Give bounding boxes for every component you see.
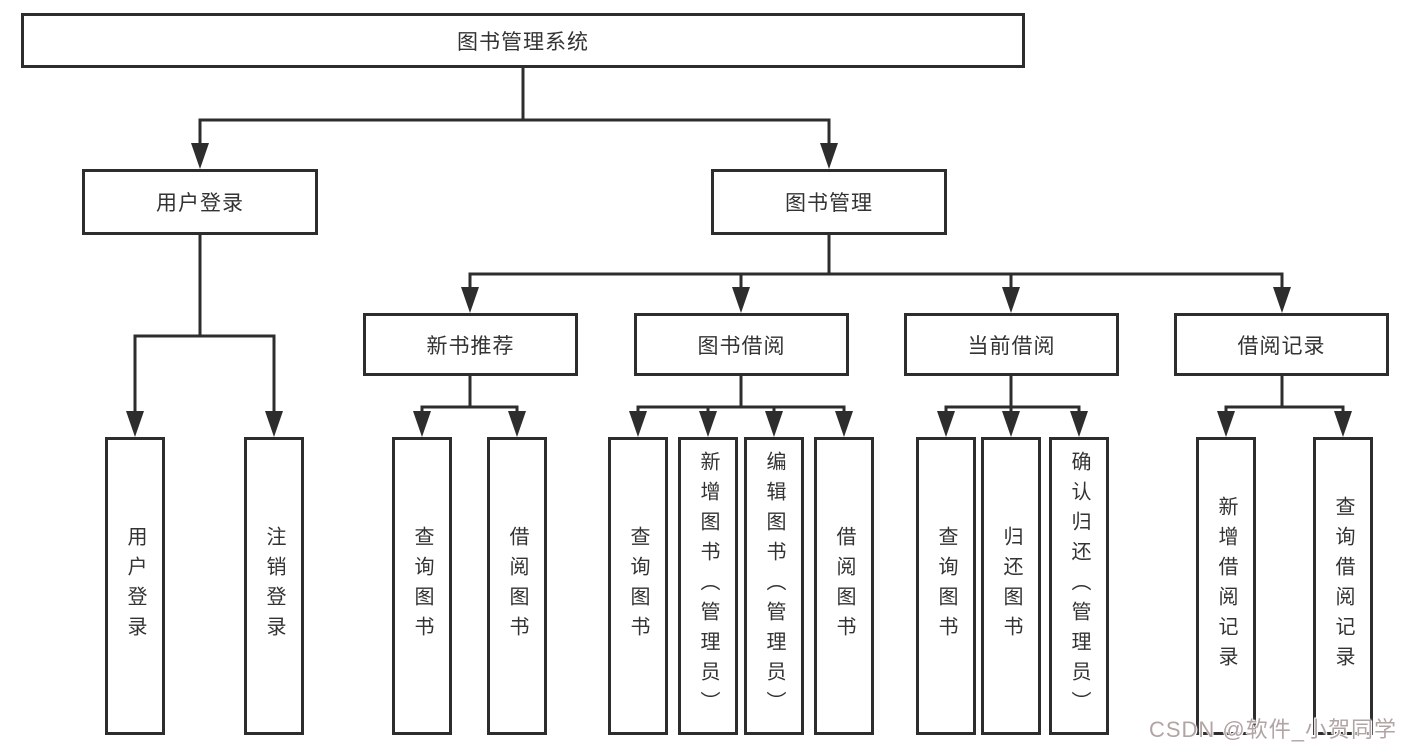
leaf-logout-label: 注销登录 — [263, 526, 285, 646]
csdn-watermark: CSDN @软件_小贺同学 — [1148, 717, 1397, 742]
leaf-edit-books-admin-label: 编辑图书（管理员） — [763, 451, 785, 721]
leaf-borrow-books-2-label: 借阅图书 — [833, 526, 855, 646]
leaf-query-borrow-record: 查询借阅记录 — [1313, 437, 1373, 735]
leaf-user-login: 用户登录 — [105, 437, 165, 735]
connector-root-bar-right — [521, 118, 831, 147]
connector-root-bar — [198, 66, 525, 147]
leaf-query-books-2-label: 查询图书 — [627, 526, 649, 646]
leaf-borrow-books-2: 借阅图书 — [814, 437, 874, 735]
leaf-query-borrow-record-label: 查询借阅记录 — [1332, 496, 1354, 676]
node-current-borrow: 当前借阅 — [904, 313, 1119, 376]
node-root-label: 图书管理系统 — [457, 30, 589, 54]
leaf-add-books-admin: 新增图书（管理员） — [678, 437, 738, 735]
node-borrow-records-label: 借阅记录 — [1237, 334, 1326, 358]
leaf-logout: 注销登录 — [244, 437, 304, 735]
leaf-query-books-2: 查询图书 — [608, 437, 668, 735]
leaf-add-borrow-record: 新增借阅记录 — [1196, 437, 1256, 735]
leaf-confirm-return-admin: 确认归还（管理员） — [1049, 437, 1109, 735]
connector-mgmt-bar-right — [468, 272, 1284, 291]
node-user-login-label: 用户登录 — [156, 192, 244, 215]
node-new-book-recommend-label: 新书推荐 — [426, 334, 515, 358]
leaf-add-borrow-record-label: 新增借阅记录 — [1215, 496, 1237, 676]
node-borrow-records: 借阅记录 — [1174, 313, 1389, 376]
node-book-management: 图书管理 — [711, 169, 947, 235]
leaf-borrow-books-1: 借阅图书 — [487, 437, 547, 735]
node-new-book-recommend: 新书推荐 — [363, 313, 578, 376]
leaf-query-books-3-label: 查询图书 — [935, 526, 957, 646]
node-user-login: 用户登录 — [82, 169, 318, 235]
leaf-confirm-return-admin-label: 确认归还（管理员） — [1068, 451, 1090, 721]
leaf-return-books: 归还图书 — [981, 437, 1041, 735]
node-book-borrow: 图书借阅 — [634, 313, 849, 376]
connector-mgmt-bar — [468, 233, 831, 291]
leaf-query-books-1: 查询图书 — [392, 437, 452, 735]
node-book-borrow-label: 图书借阅 — [697, 334, 786, 358]
leaf-user-login-label: 用户登录 — [124, 526, 146, 646]
leaf-query-books-3: 查询图书 — [916, 437, 976, 735]
node-book-management-label: 图书管理 — [785, 192, 873, 215]
leaf-borrow-books-1-label: 借阅图书 — [506, 526, 528, 646]
leaf-edit-books-admin: 编辑图书（管理员） — [744, 437, 804, 735]
node-current-borrow-label: 当前借阅 — [967, 334, 1056, 358]
leaf-add-books-admin-label: 新增图书（管理员） — [697, 451, 719, 721]
node-root: 图书管理系统 — [21, 13, 1025, 68]
leaf-return-books-label: 归还图书 — [1000, 526, 1022, 646]
arrowheads — [126, 143, 1352, 437]
leaf-query-books-1-label: 查询图书 — [411, 526, 433, 646]
connector-login-bar — [133, 233, 202, 415]
connector-login-bar-right — [198, 334, 276, 415]
